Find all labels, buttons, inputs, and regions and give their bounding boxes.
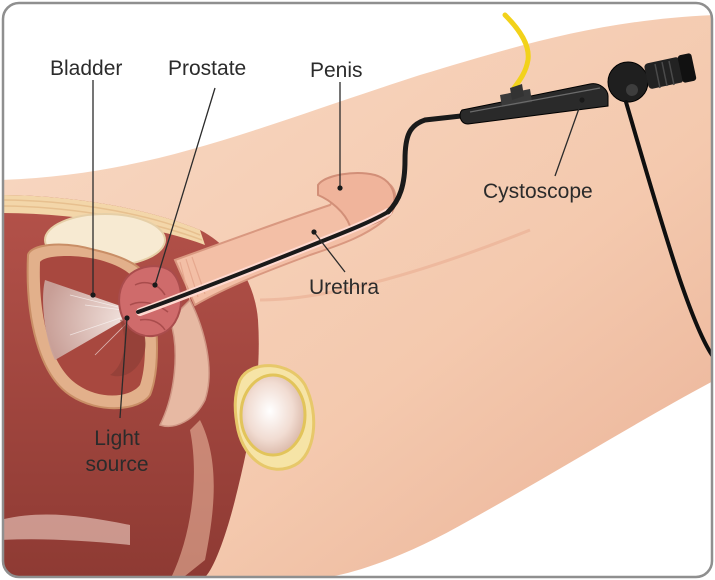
bladder-dot bbox=[90, 292, 95, 297]
eyepiece-ring bbox=[608, 62, 648, 102]
prostate-dot bbox=[152, 282, 157, 287]
label-bladder: Bladder bbox=[50, 57, 122, 80]
eyepiece-center bbox=[626, 84, 638, 96]
label-light-source-line1: Light bbox=[94, 427, 140, 450]
label-prostate: Prostate bbox=[168, 57, 246, 80]
label-cystoscope: Cystoscope bbox=[483, 180, 593, 203]
label-urethra: Urethra bbox=[309, 276, 379, 299]
penis-dot bbox=[337, 185, 342, 190]
label-penis: Penis bbox=[310, 59, 363, 82]
urethra-dot bbox=[311, 229, 316, 234]
cystoscope-dot bbox=[579, 97, 584, 102]
testis bbox=[241, 375, 305, 455]
label-light-source-line2: source bbox=[85, 453, 148, 476]
light-source-dot bbox=[124, 315, 129, 320]
